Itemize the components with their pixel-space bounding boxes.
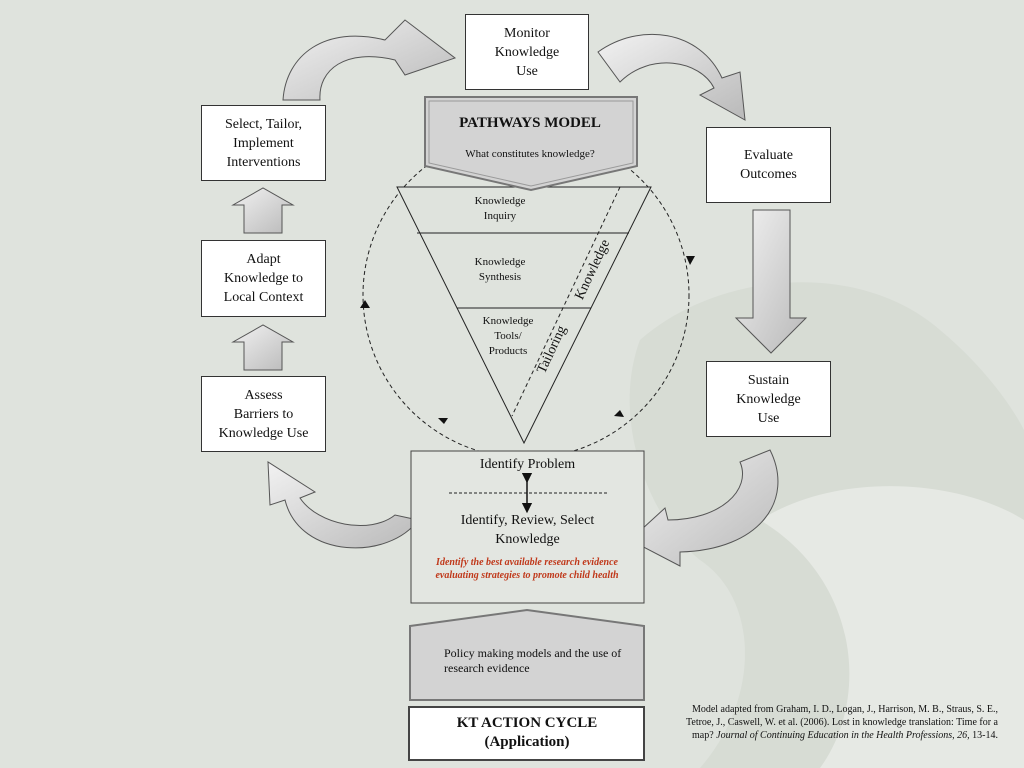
pathways-title: PATHWAYS MODEL [459,115,601,131]
adapt-knowledge-label: Adapt Knowledge to Local Context [223,252,304,305]
pathways-subtitle: What constitutes knowledge? [465,148,595,160]
evaluate-outcomes-box: Evaluate Outcomes [706,127,831,203]
up-arrow-assess-to-adapt [231,324,295,371]
identify-problem-label: Identify Problem [479,457,576,472]
citation-part1: Model adapted from Graham, I. D., Logan,… [685,704,998,741]
knowledge-synthesis-label: Knowledge Synthesis [474,256,526,283]
policy-panel [409,608,645,701]
assess-barriers-label: Assess Barriers to Knowledge Use [218,387,309,441]
select-tailor-label: Select, Tailor, Implement Interventions [224,116,303,170]
citation-journal: Journal of Continuing Education in the H… [716,730,970,741]
knowledge-tools-label: Knowledge Tools/ Products [482,315,534,357]
citation-text: Model adapted from Graham, I. D., Logan,… [668,703,998,742]
adapt-knowledge-box: Adapt Knowledge to Local Context [201,240,326,317]
kt-action-cycle-title: KT ACTION CYCLE [456,715,598,731]
kt-application-subtitle: (Application) [484,734,570,750]
triangle-dashed-line [511,186,621,417]
curved-arrow-bottom-left [267,461,419,549]
identify-review-select-label: Identify, Review, Select Knowledge [460,513,595,547]
up-arrow-adapt-to-select [231,187,295,234]
sustain-knowledge-label: Sustain Knowledge Use [736,372,801,426]
pathways-panel [424,96,638,192]
down-arrow-right [734,209,808,354]
curved-arrow-bottom-right [629,449,779,567]
curved-arrow-top-right [597,33,746,121]
assess-barriers-box: Assess Barriers to Knowledge Use [201,376,326,452]
sustain-knowledge-box: Sustain Knowledge Use [706,361,831,437]
monitor-knowledge-label: Monitor Knowledge Use [494,25,560,79]
citation-part2: 13-14. [969,730,998,741]
evaluate-outcomes-label: Evaluate Outcomes [740,148,797,182]
best-evidence-note: Identify the best available research evi… [435,557,619,581]
curved-arrow-top-left [282,19,457,101]
select-tailor-box: Select, Tailor, Implement Interventions [201,105,326,181]
policy-models-label: Policy making models and the use of rese… [444,646,622,675]
kt-box-frame [408,706,645,761]
knowledge-inquiry-label: Knowledge Inquiry [474,195,526,222]
monitor-knowledge-box: Monitor Knowledge Use [465,14,589,90]
